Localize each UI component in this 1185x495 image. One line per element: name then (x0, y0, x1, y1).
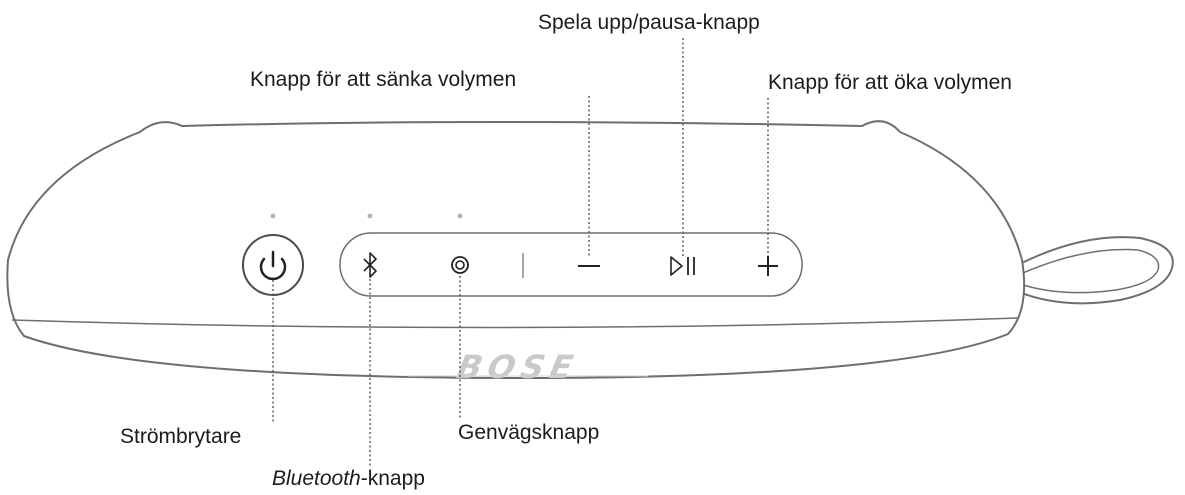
control-panel (339, 232, 803, 297)
shortcut-indicator-dot (457, 213, 463, 219)
bose-logo: BOSE (454, 348, 582, 386)
play-pause-icon (670, 256, 695, 276)
power-icon (259, 250, 287, 281)
play-pause-button[interactable] (670, 256, 695, 276)
shortcut-label: Genvägsknapp (458, 421, 600, 444)
volume-up-label: Knapp för att öka volymen (768, 71, 1012, 94)
plus-icon (758, 256, 778, 276)
volume-down-label: Knapp för att sänka volymen (250, 68, 517, 91)
shortcut-icon (451, 256, 469, 274)
bluetooth-button[interactable] (363, 252, 377, 278)
bluetooth-indicator-dot (367, 213, 373, 219)
lanyard-loop (1011, 236, 1174, 305)
body-seam (11, 317, 1019, 329)
power-indicator-dot (270, 213, 276, 219)
shortcut-button[interactable] (451, 256, 469, 274)
bluetooth-label: Bluetooth-knapp (272, 468, 425, 489)
bluetooth-label-italic: Bluetooth (272, 467, 361, 490)
bluetooth-icon (363, 252, 377, 278)
play-pause-label: Spela upp/pausa-knapp (538, 11, 760, 34)
power-label: Strömbrytare (120, 425, 242, 448)
lanyard-loop-inner (1011, 248, 1160, 294)
bluetooth-label-suffix: -knapp (360, 467, 425, 490)
volume-up-button[interactable] (758, 256, 778, 276)
leader-lines (272, 38, 769, 466)
